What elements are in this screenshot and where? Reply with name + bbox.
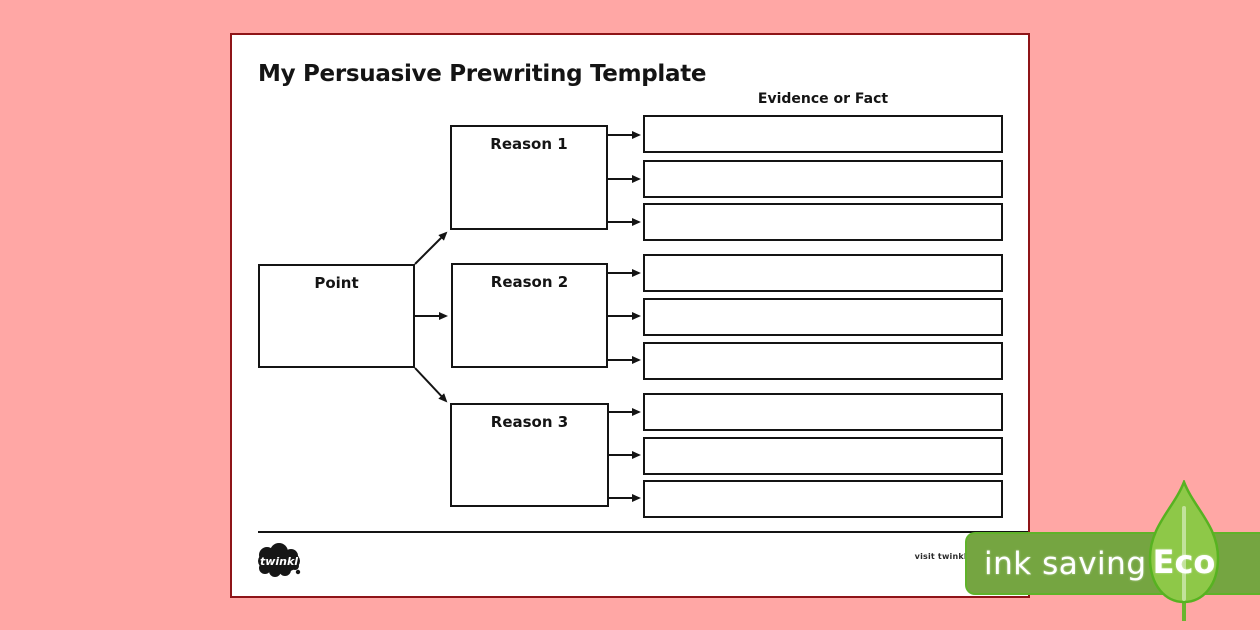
twinkl-logo-text: twinkl — [260, 555, 298, 568]
footer-divider — [258, 531, 1028, 533]
evidence-field[interactable] — [643, 437, 1003, 475]
eco-label: Eco — [1152, 543, 1216, 581]
visit-url-text: visit twinkl.com.au — [914, 552, 1004, 561]
point-box[interactable]: Point — [258, 264, 415, 368]
ink-saving-label: ink saving — [984, 545, 1147, 582]
evidence-field[interactable] — [643, 342, 1003, 380]
reason-3-label: Reason 3 — [490, 413, 569, 431]
evidence-field[interactable] — [643, 203, 1003, 241]
point-label: Point — [314, 274, 359, 292]
evidence-field[interactable] — [643, 393, 1003, 431]
reason-2-label: Reason 2 — [490, 273, 569, 291]
twinkl-logo: twinkl — [258, 543, 301, 577]
page-title: My Persuasive Prewriting Template — [258, 61, 707, 87]
evidence-or-fact-header: Evidence or Fact — [757, 91, 889, 107]
reason-3-box[interactable]: Reason 3 — [450, 403, 609, 507]
reason-1-label: Reason 1 — [490, 135, 568, 153]
evidence-field[interactable] — [643, 254, 1003, 292]
evidence-field[interactable] — [643, 115, 1003, 153]
evidence-field[interactable] — [643, 480, 1003, 518]
worksheet-page: My Persuasive Prewriting Template Eviden… — [230, 33, 1030, 598]
evidence-field[interactable] — [643, 298, 1003, 336]
reason-2-box[interactable]: Reason 2 — [451, 263, 608, 368]
evidence-field[interactable] — [643, 160, 1003, 198]
reason-1-box[interactable]: Reason 1 — [450, 125, 608, 230]
